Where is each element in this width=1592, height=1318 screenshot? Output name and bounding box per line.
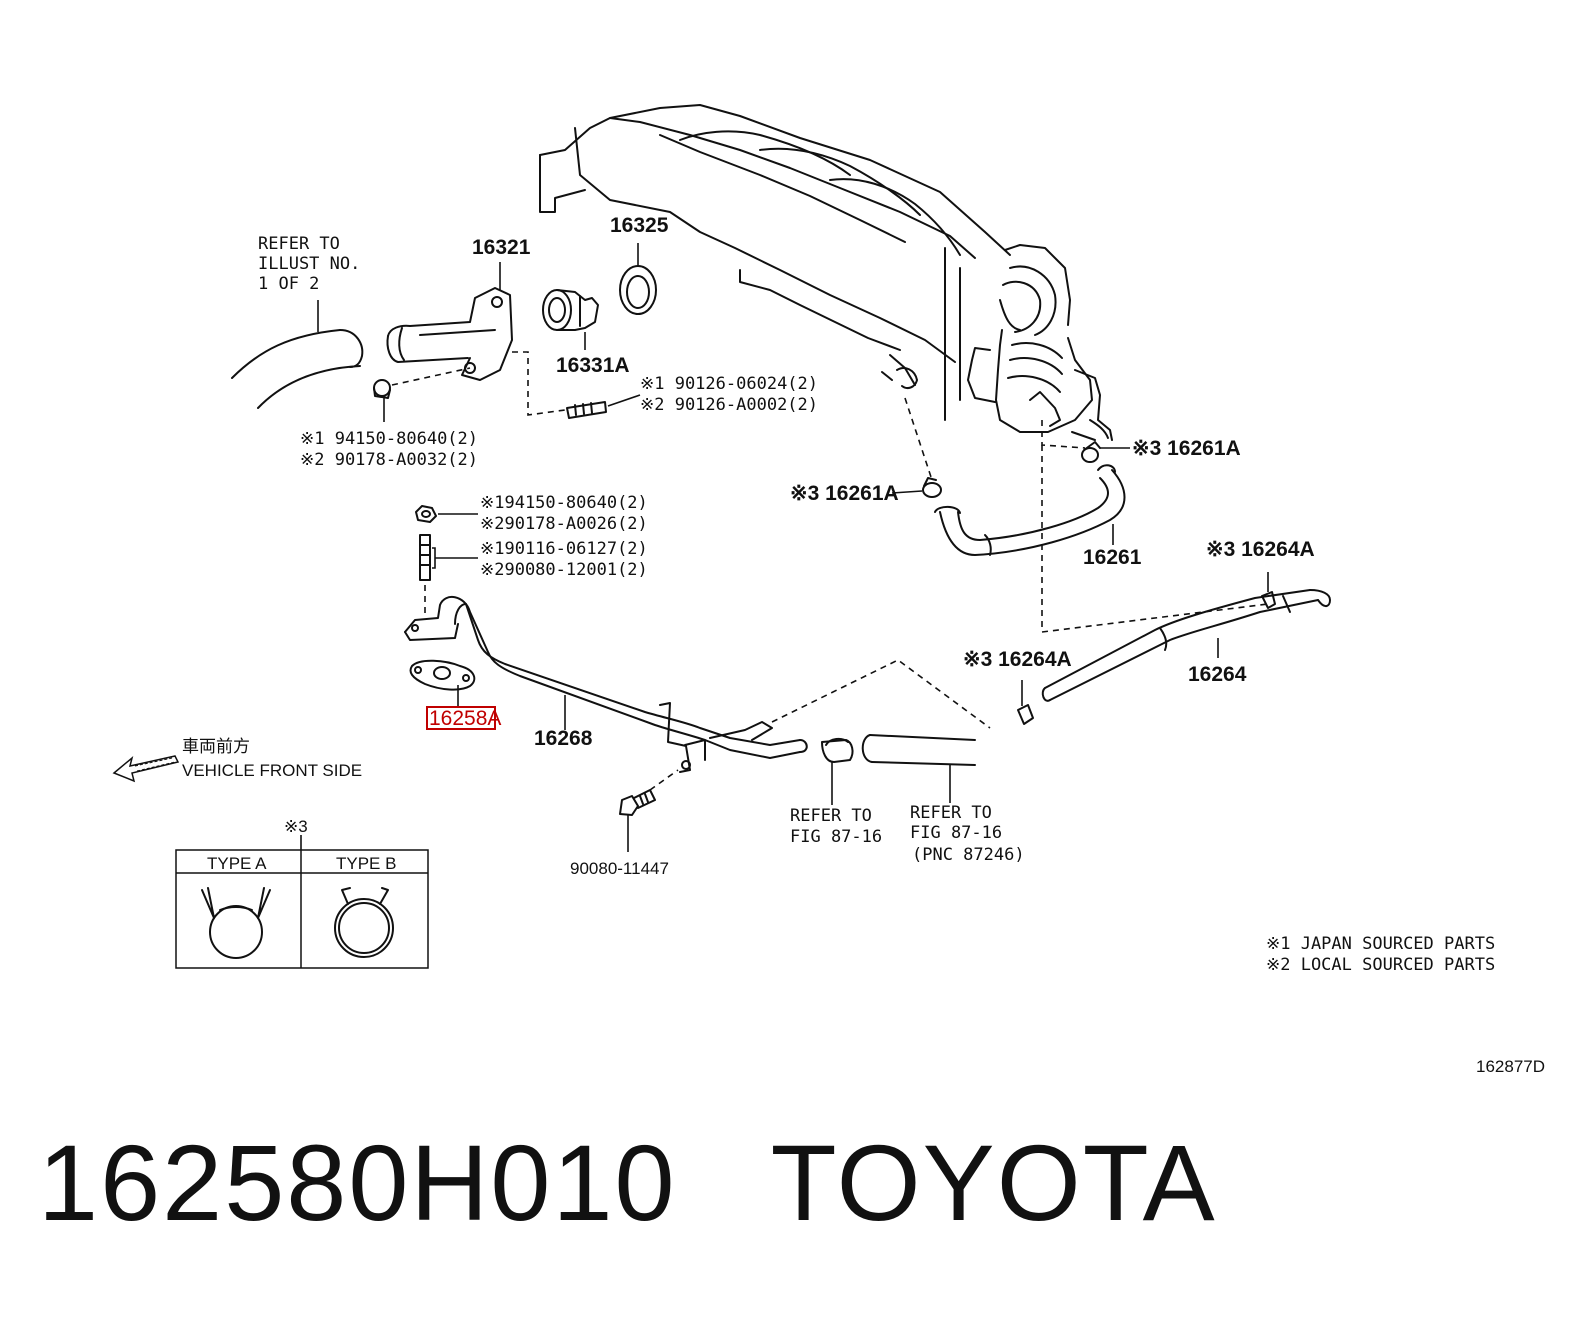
clamp-type-b-illustration: [334, 887, 394, 958]
clamp-16261A-right: [1041, 420, 1130, 463]
dashed-route-right: [1041, 445, 1269, 633]
thermostat-16331A: [542, 289, 599, 350]
refer-illust-line2: ILLUST NO.: [258, 254, 360, 274]
clamp-16264A-lower: [1017, 680, 1034, 725]
water-inlet-16321: [386, 262, 513, 381]
refer-illust-line3: 1 OF 2: [258, 274, 319, 294]
refer-fig-b-line2: FIG 87-16: [910, 823, 1002, 843]
label-16258A: 16258A: [429, 707, 501, 730]
gasket-16325: [619, 243, 657, 315]
type-a-header: TYPE A: [207, 854, 267, 873]
highlight-box: [426, 706, 496, 730]
vehicle-front-arrow: [112, 755, 180, 783]
refer-fig-a-line2: FIG 87-16: [790, 827, 882, 847]
illustration-id: 162877D: [1476, 1057, 1545, 1076]
footer-caption: 162580H010 TOYOTA: [38, 1120, 1217, 1260]
label-16325: 16325: [610, 214, 669, 237]
label-gasket-2: ※2 90178-A0032(2): [300, 450, 478, 470]
label-stud-1: ※190116-06127(2): [480, 539, 648, 559]
type-b-header: TYPE B: [336, 854, 396, 873]
footer-part-number: 162580H010: [38, 1122, 677, 1243]
refer-fig-a-line1: REFER TO: [790, 806, 872, 826]
clamp-type-table: [175, 835, 429, 969]
label-16264A-lower: ※3 16264A: [963, 648, 1072, 671]
clamp-type-a-illustration: [201, 887, 271, 959]
refer-illust-line1: REFER TO: [258, 234, 340, 254]
throttle-assembly: [967, 244, 1113, 441]
label-stud-2: ※290080-12001(2): [480, 560, 648, 580]
clamp-16261A-left: [891, 397, 942, 498]
label-nut-2: ※290178-A0026(2): [480, 514, 648, 534]
label-16264: 16264: [1188, 663, 1247, 686]
label-nut-1: ※194150-80640(2): [480, 493, 648, 513]
hose-16264: [1041, 589, 1331, 702]
note-local-sourced: ※2 LOCAL SOURCED PARTS: [1266, 955, 1495, 975]
hose-16261: [934, 464, 1126, 556]
label-bolt-upper-1: ※1 90126-06024(2): [640, 374, 818, 394]
pipe-16268: [404, 596, 808, 773]
label-16264A-upper: ※3 16264A: [1206, 538, 1315, 561]
label-bolt-upper-2: ※2 90126-A0002(2): [640, 395, 818, 415]
label-16331A: 16331A: [556, 354, 630, 377]
refer-fig-b-line3: (PNC 87246): [912, 845, 1025, 865]
label-16268: 16268: [534, 727, 593, 750]
type-table-marker: ※3: [284, 817, 308, 836]
front-label-japanese: 車両前方: [182, 737, 250, 756]
bolt-90080-11447: [619, 769, 679, 852]
footer-brand: TOYOTA: [770, 1122, 1217, 1243]
stud-and-nut: [415, 505, 478, 615]
refer-fig-b-line1: REFER TO: [910, 803, 992, 823]
engine-outline: [539, 104, 1011, 421]
label-16261A-left: ※3 16261A: [790, 482, 899, 505]
label-16261: 16261: [1083, 546, 1142, 569]
gasket-16258A: [409, 659, 496, 730]
label-gasket-1: ※1 94150-80640(2): [300, 429, 478, 449]
label-16321: 16321: [472, 236, 531, 259]
inlet-fasteners: [373, 351, 641, 422]
note-japan-sourced: ※1 JAPAN SOURCED PARTS: [1266, 934, 1495, 954]
refer-hoses-lower: [771, 659, 991, 805]
clamp-16264A-upper: [1261, 572, 1276, 609]
callout-labels: REFER TO ILLUST NO. 1 OF 2 16321 16325 1…: [182, 214, 1545, 1076]
label-16261A-right: ※3 16261A: [1132, 437, 1241, 460]
front-label-english: VEHICLE FRONT SIDE: [182, 761, 362, 780]
label-bolt-90080-11447: 90080-11447: [570, 859, 669, 878]
radiator-hose-upper: [231, 300, 364, 409]
